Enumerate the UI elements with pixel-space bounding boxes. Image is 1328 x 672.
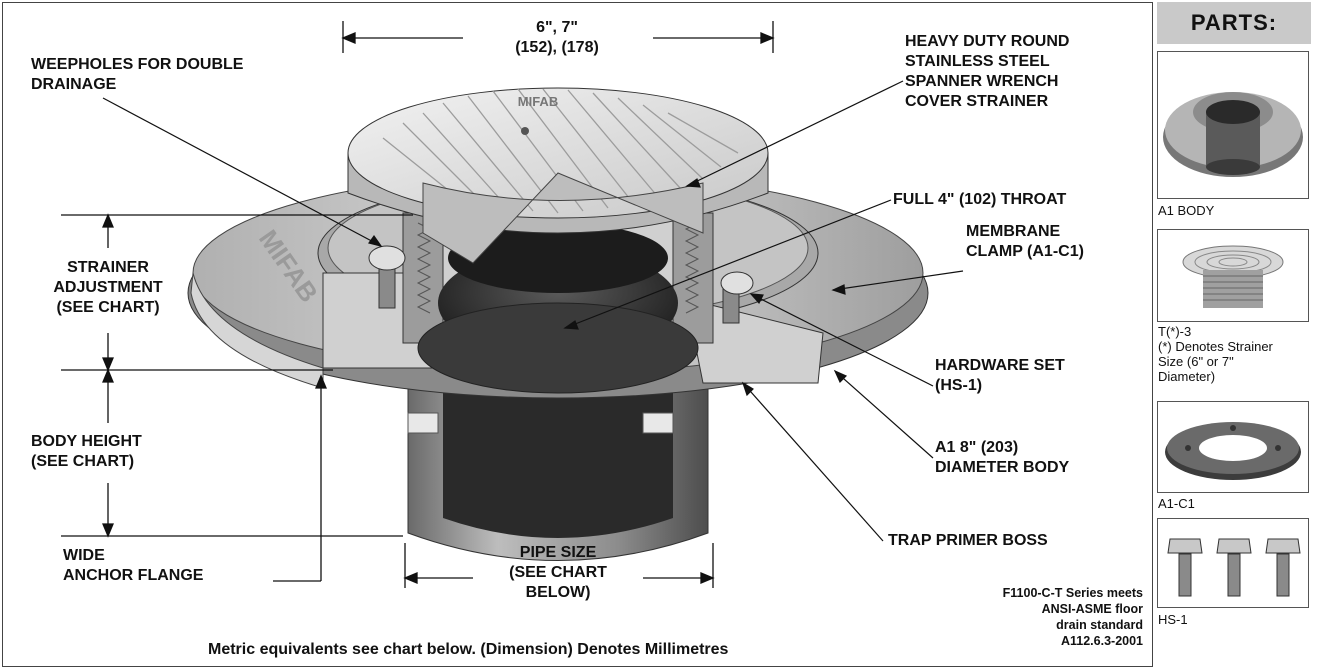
drain-cutaway-illustration: MIFAB [61,21,964,588]
dimension-lines [61,21,775,588]
leader-lines [102,80,964,542]
part-image-a1-body [1157,51,1309,199]
weepholes-label: WEEPHOLES FOR DOUBLE DRAINAGE [31,56,244,93]
part-image-a1-c1 [1157,401,1309,493]
part-image-hs-1 [1157,518,1309,608]
body-height-label: BODY HEIGHT (SEE CHART) [31,433,142,470]
drain-diagram-panel: MIFAB [2,2,1153,667]
outlet-pipe [407,382,709,561]
part-caption-strainer: T(*)-3 (*) Denotes Strainer Size (6" or … [1158,324,1273,384]
pipe-size-label: PIPE SIZE (SEE CHART BELOW) [509,544,607,601]
hardware-bolt-left [368,245,406,309]
anchor-flange-label: WIDE ANCHOR FLANGE [63,547,204,584]
strainer-cover: MIFAB [347,87,769,264]
throat-label: FULL 4" (102) THROAT [893,191,1067,208]
hardware-bolt-right [720,271,754,324]
part-caption-a1-c1: A1-C1 [1158,496,1195,511]
membrane-clamp-label: MEMBRANE CLAMP (A1-C1) [966,223,1084,260]
part-caption-a1-body: A1 BODY [1158,203,1215,218]
part-caption-hs-1: HS-1 [1158,612,1188,627]
metric-note: Metric equivalents see chart below. (Dim… [208,641,729,658]
strainer-adjustment-label: STRAINER ADJUSTMENT (SEE CHART) [53,259,163,316]
top-dimension-label: 6", 7" (152), (178) [515,19,599,56]
hardware-set-label: HARDWARE SET (HS-1) [935,357,1065,394]
parts-sidebar: PARTS: A1 BODY T(*)-3 (*) Denotes Strain… [1157,2,1325,667]
cover-logo: MIFAB [518,94,558,109]
part-image-strainer [1157,229,1309,322]
strainer-cover-label: HEAVY DUTY ROUND STAINLESS STEEL SPANNER… [905,33,1070,110]
body-cutaway [322,212,824,394]
body-diameter-label: A1 8" (203) DIAMETER BODY [935,439,1070,476]
parts-header: PARTS: [1157,2,1311,44]
standard-note: F1100-C-T Series meets ANSI-ASME floor d… [1002,586,1143,648]
trap-primer-label: TRAP PRIMER BOSS [888,532,1048,549]
